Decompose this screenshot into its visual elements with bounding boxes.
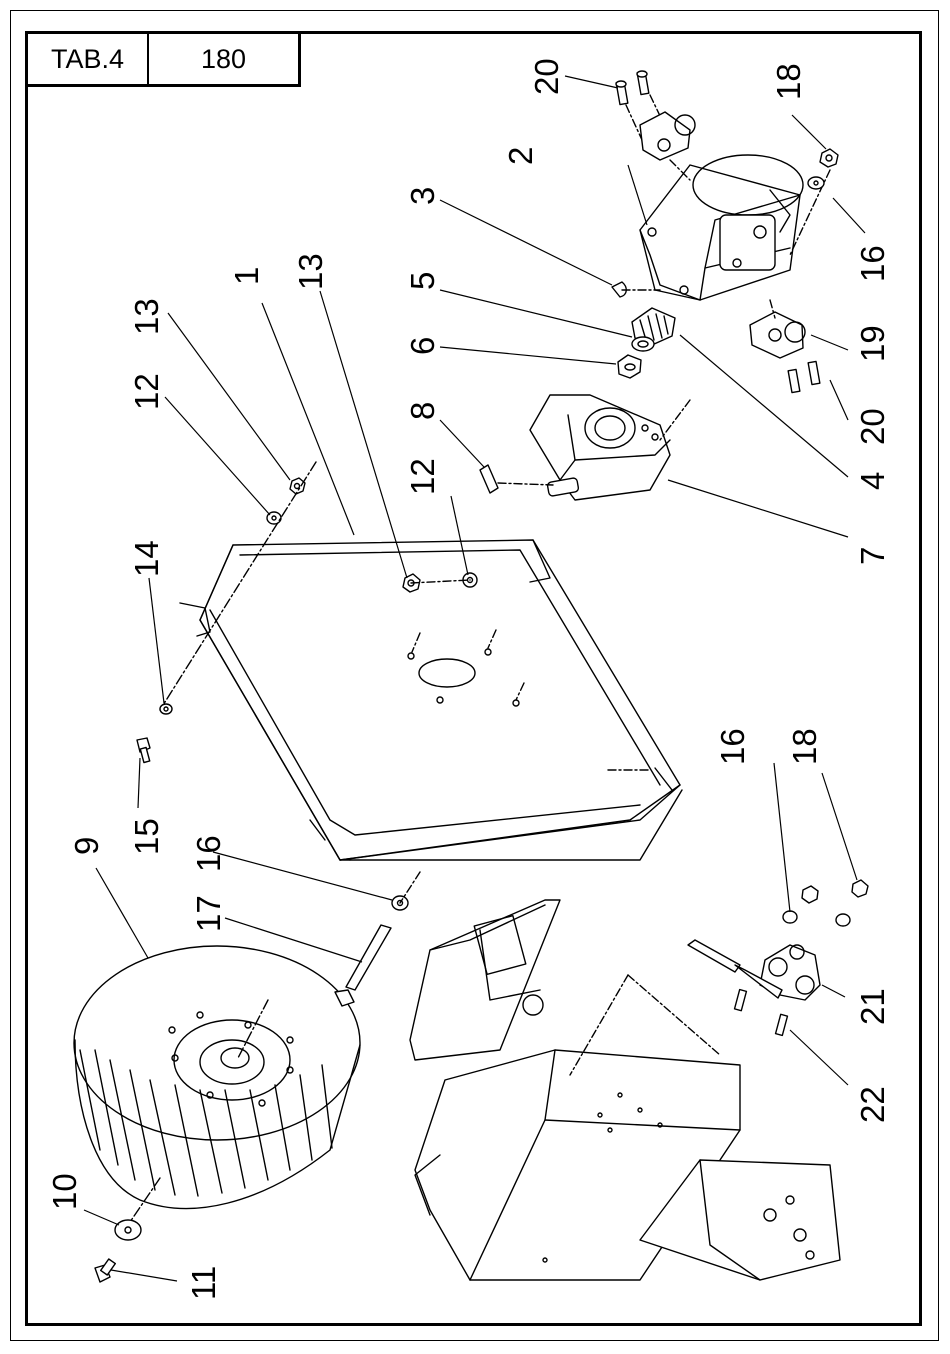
screws-20-bottom <box>787 360 821 394</box>
table-label: TAB.4 <box>28 34 149 84</box>
callout-16-bottom: 16 <box>190 835 227 872</box>
part-1-cover-plate <box>179 539 683 861</box>
callout-18-top: 18 <box>770 63 807 100</box>
nut-13-left <box>289 477 306 495</box>
fitting-top <box>639 111 696 161</box>
callout-16-valve: 16 <box>714 728 751 765</box>
fitting-19 <box>749 311 806 359</box>
nut-18-valve-b <box>851 879 869 898</box>
spacer-5 <box>631 336 655 352</box>
table-number: 180 <box>200 43 247 74</box>
callout-7: 7 <box>854 547 891 565</box>
machine-base-assembly <box>409 899 841 1281</box>
callout-13-left: 13 <box>128 298 165 335</box>
callout-5: 5 <box>404 272 441 290</box>
screws-20-top <box>615 70 650 106</box>
screw-22-b <box>774 1013 789 1037</box>
callout-12-right: 12 <box>404 458 441 495</box>
callout-3: 3 <box>404 187 441 205</box>
valve-21 <box>687 939 821 1001</box>
bolt-15 <box>136 737 151 764</box>
callout-1: 1 <box>228 267 265 285</box>
callout-6: 6 <box>404 337 441 355</box>
callout-19: 19 <box>854 325 891 362</box>
callout-11: 11 <box>185 1266 222 1300</box>
washer-16-valve-b <box>835 913 851 927</box>
coupling-4 <box>631 307 676 346</box>
callout-14: 14 <box>128 540 165 577</box>
washer-16-valve <box>782 910 798 924</box>
callout-18-valve: 18 <box>786 728 823 765</box>
callout-20-bottom: 20 <box>854 408 891 445</box>
part-7-bracket <box>529 394 691 501</box>
washer-16-top <box>807 176 825 190</box>
washer-12-left <box>266 511 282 525</box>
title-block: TAB.4 180 <box>25 31 301 87</box>
drawing-frame <box>25 31 922 1326</box>
callout-20-top: 20 <box>528 58 565 95</box>
callout-17: 17 <box>190 895 227 932</box>
callout-22: 22 <box>854 1086 891 1123</box>
nut-18-valve-a <box>801 885 819 904</box>
washer-10 <box>114 1219 142 1241</box>
callout-10: 10 <box>46 1173 83 1210</box>
leader-lines <box>83 75 866 1282</box>
sheet-outer-border <box>10 10 939 1341</box>
callout-labels: 1 2 3 4 5 6 7 8 9 10 11 12 12 13 13 14 1… <box>46 58 891 1300</box>
callout-4: 4 <box>854 472 891 490</box>
screw-22-a <box>733 988 748 1012</box>
key-8 <box>479 464 499 494</box>
callout-15: 15 <box>128 818 165 855</box>
callout-21: 21 <box>854 988 891 1025</box>
callout-8: 8 <box>404 402 441 420</box>
washer-14 <box>159 703 173 715</box>
callout-16-top: 16 <box>854 245 891 282</box>
part-9-impeller <box>73 945 361 1223</box>
callout-2: 2 <box>502 147 539 165</box>
nut-6 <box>617 354 642 379</box>
callout-9: 9 <box>68 837 105 855</box>
callout-12-left: 12 <box>128 373 165 410</box>
bolt-11 <box>94 1258 116 1283</box>
rod-17 <box>334 924 392 1007</box>
part-2-pump-housing <box>639 154 804 301</box>
nut-18-top <box>819 148 839 168</box>
callout-13-right: 13 <box>292 253 329 290</box>
